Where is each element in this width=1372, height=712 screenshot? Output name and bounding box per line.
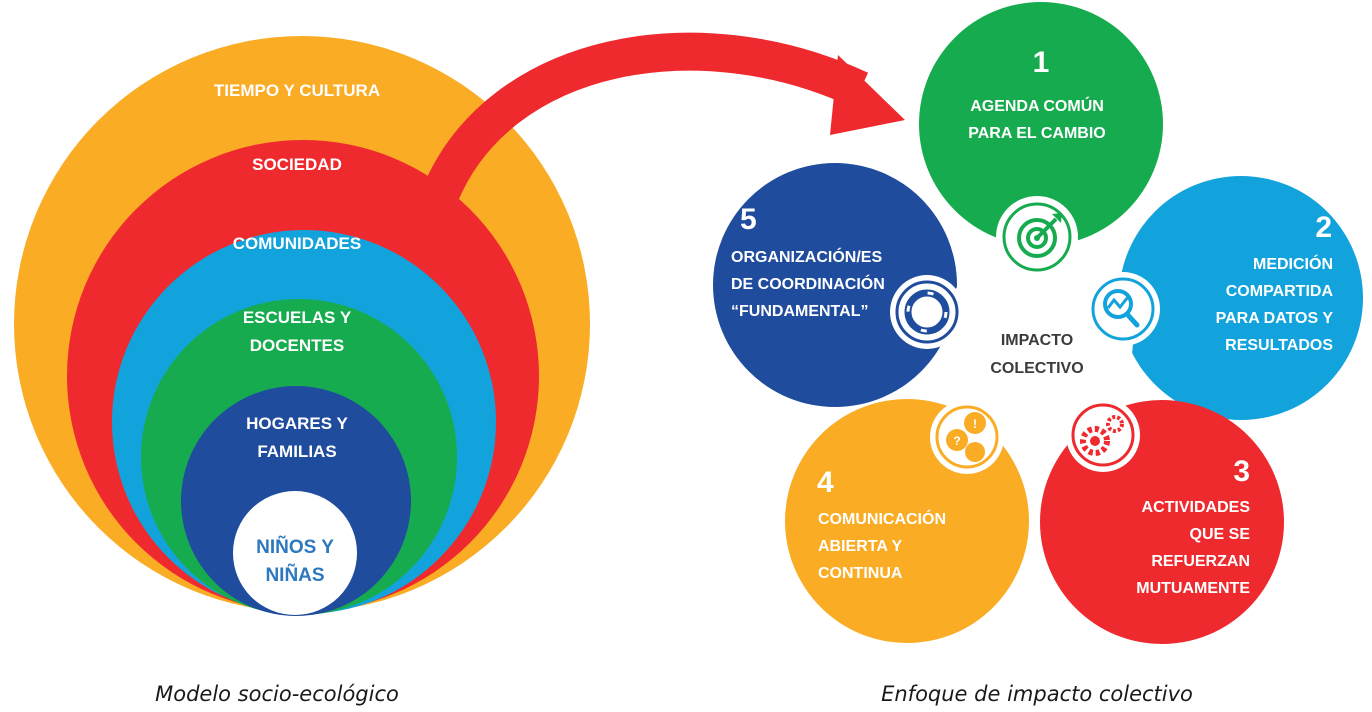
petal-4-number: 4 bbox=[817, 466, 834, 499]
petal-2 bbox=[1119, 176, 1363, 420]
petal-3-line4: MUTUAMENTE bbox=[1136, 580, 1250, 597]
ring-label-households-line1: HOGARES Y bbox=[246, 414, 348, 433]
petal-5-number: 5 bbox=[740, 203, 757, 236]
caption-collective-impact: Enfoque de impacto colectivo bbox=[881, 682, 1193, 706]
petal-4-line1: COMUNICACIÓN bbox=[818, 509, 946, 528]
ring-label-households-line2: FAMILIAS bbox=[257, 442, 336, 461]
petal-5-line2: DE COORDINACIÓN bbox=[731, 274, 885, 293]
petal-1 bbox=[919, 2, 1163, 246]
ring-label-time-culture: TIEMPO Y CULTURA bbox=[214, 81, 380, 100]
svg-text:?: ? bbox=[953, 434, 960, 448]
lifebuoy-icon bbox=[890, 275, 964, 349]
petal-1-number: 1 bbox=[1033, 46, 1050, 79]
center-hub bbox=[941, 244, 1133, 436]
petal-3-number: 3 bbox=[1233, 455, 1250, 488]
speech-bubbles-icon: ! ? bbox=[930, 400, 1004, 474]
ring-label-schools-line1: ESCUELAS Y bbox=[243, 308, 352, 327]
target-icon bbox=[996, 196, 1078, 278]
center-label-line2: COLECTIVO bbox=[990, 360, 1083, 377]
svg-text:!: ! bbox=[973, 417, 977, 431]
petal-4-line3: CONTINUA bbox=[818, 565, 903, 582]
ring-label-society: SOCIEDAD bbox=[252, 155, 342, 174]
petal-3-line3: REFUERZAN bbox=[1151, 553, 1250, 570]
petal-3-line1: ACTIVIDADES bbox=[1142, 499, 1251, 516]
caption-socio-ecological: Modelo socio-ecológico bbox=[155, 682, 399, 706]
chart-magnifier-icon bbox=[1086, 272, 1160, 346]
petal-3-line2: QUE SE bbox=[1190, 526, 1251, 543]
ring-label-children-line2: NIÑAS bbox=[265, 564, 324, 586]
gears-icon bbox=[1066, 398, 1140, 472]
petal-2-number: 2 bbox=[1315, 211, 1332, 244]
petal-2-line4: RESULTADOS bbox=[1225, 337, 1333, 354]
petal-2-line3: PARA DATOS Y bbox=[1216, 310, 1334, 327]
connector-arrow bbox=[422, 32, 905, 203]
petal-4-line2: ABIERTA Y bbox=[818, 538, 902, 555]
center-label-line1: IMPACTO bbox=[1001, 332, 1073, 349]
ring-label-schools-line2: DOCENTES bbox=[250, 336, 344, 355]
petal-2-line1: MEDICIÓN bbox=[1253, 254, 1333, 273]
petal-1-line1: AGENDA COMÚN bbox=[970, 96, 1104, 115]
ring-children bbox=[233, 491, 357, 615]
petal-2-line2: COMPARTIDA bbox=[1226, 283, 1334, 300]
petal-5-line1: ORGANIZACIÓN/ES bbox=[731, 247, 882, 266]
collective-impact-model: IMPACTO COLECTIVO bbox=[713, 2, 1363, 644]
ring-label-children-line1: NIÑOS Y bbox=[256, 536, 334, 558]
petal-1-line2: PARA EL CAMBIO bbox=[968, 125, 1105, 142]
ring-label-communities: COMUNIDADES bbox=[233, 234, 361, 253]
petal-5-line3: “FUNDAMENTAL” bbox=[731, 303, 868, 320]
petal-5 bbox=[713, 163, 957, 407]
